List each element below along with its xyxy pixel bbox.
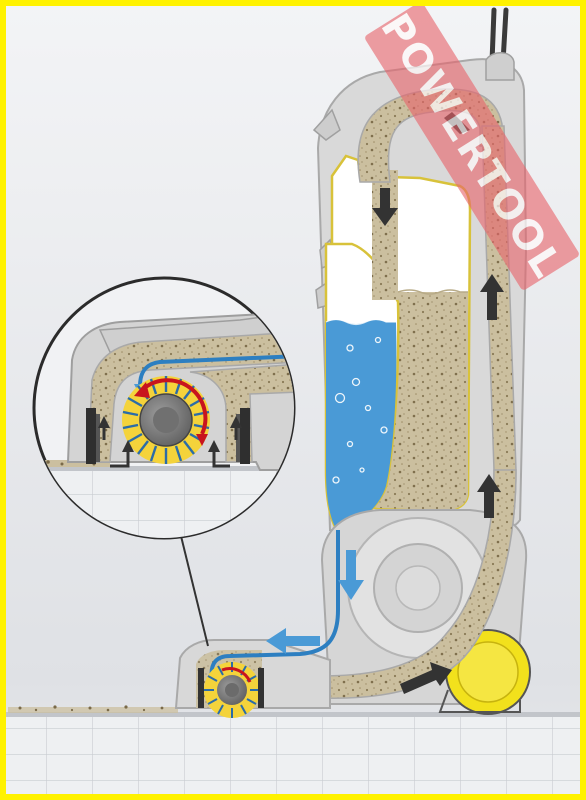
floor-dirt <box>8 705 178 713</box>
clean-water-arrow-down <box>338 550 364 600</box>
zoom-connector <box>179 531 209 647</box>
magnifier-detail <box>32 276 296 540</box>
dirty-airflow-arrows-detail <box>102 426 238 468</box>
dirty-airflow-arrow-diagonal <box>400 662 452 694</box>
water-supply-line <box>209 530 340 679</box>
brush-rotation-arrow <box>140 378 208 435</box>
brush-detail <box>122 376 210 464</box>
dirty-airflow-arrow-down <box>372 188 398 226</box>
brush-roller <box>204 662 260 718</box>
dirty-airflow-arrow-up-2 <box>477 474 501 518</box>
floor <box>0 705 586 800</box>
dirty-airflow-arrow-up-1 <box>480 274 504 320</box>
water-bubbles <box>332 336 388 484</box>
clean-water <box>326 320 397 532</box>
clean-water-arrow-left <box>266 628 320 654</box>
